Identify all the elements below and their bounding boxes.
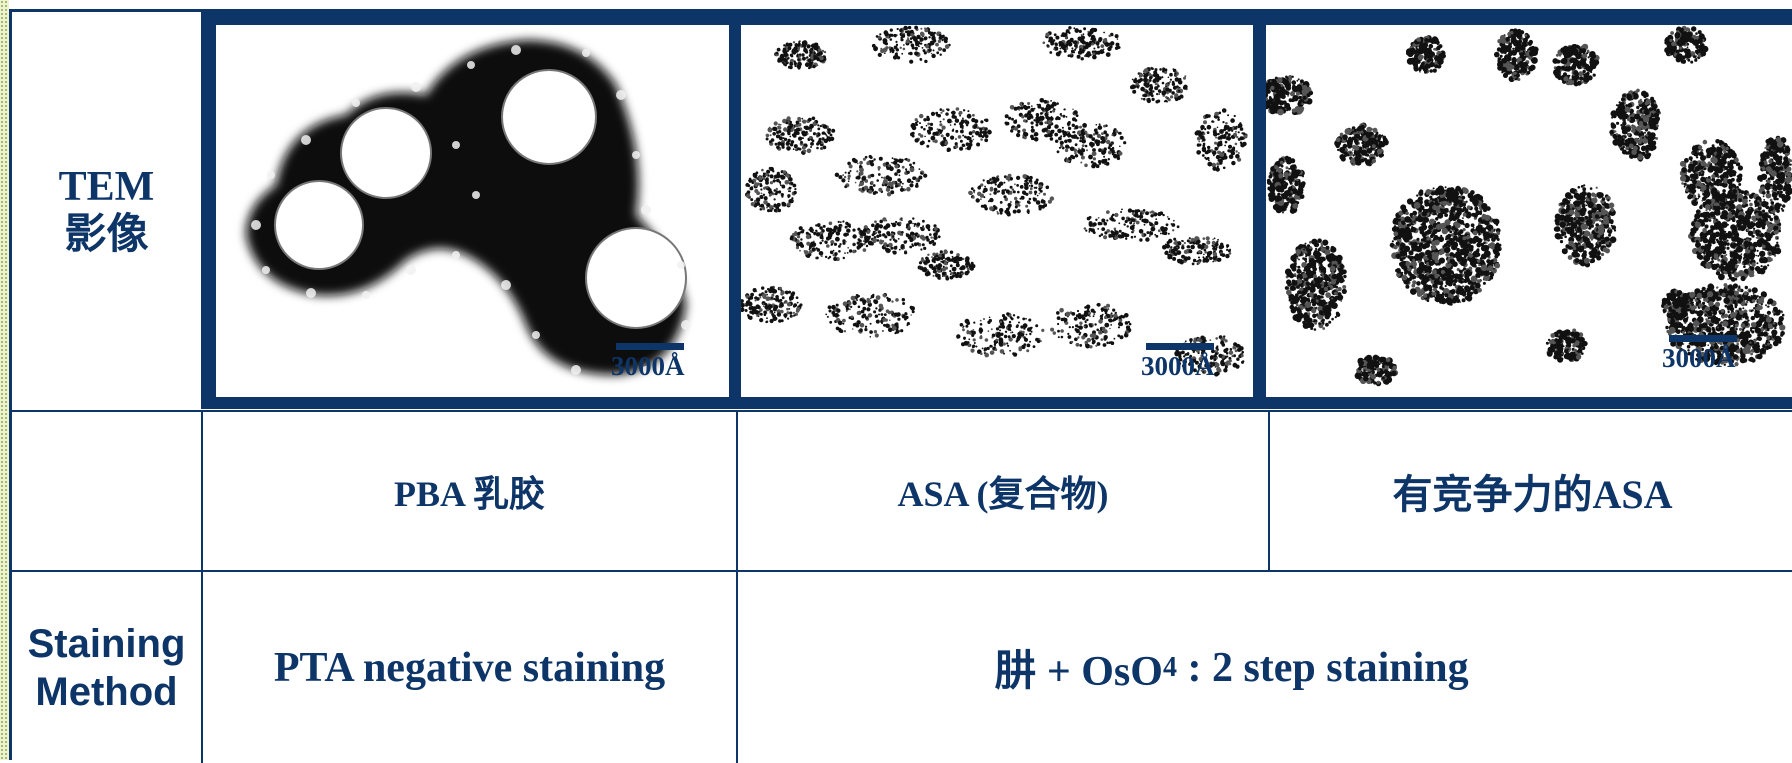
stained-particle [859,217,941,255]
stained-particle [1354,354,1399,387]
stained-particle [1688,187,1782,282]
row-label-caption-empty [12,412,201,570]
stained-particle [968,173,1055,217]
caption-competitive-asa: 有竞争力的ASA [1392,472,1673,517]
stained-particle [956,312,1045,358]
scale-label-3: 3000Å [1662,343,1736,373]
stained-particle [745,166,797,213]
stained-particle [765,116,836,155]
stained-particle [789,220,873,262]
stained-particle [1664,25,1709,64]
stained-particle [917,249,976,281]
stained-particle [1055,123,1127,169]
tem-image-competitive-asa: 3000Å [1266,25,1792,397]
stained-particle [1004,98,1079,142]
stained-particle [1266,75,1314,116]
grid-line-h2 [12,570,1792,572]
grid-line-v3 [1268,410,1270,570]
page-edge-strip [0,0,9,760]
stained-particle [1266,155,1306,214]
stained-particle [1661,288,1692,321]
staining-two-step-subscript: 4 [1162,651,1177,683]
stained-particle [1130,66,1188,104]
row-label-staining: Staining [27,621,186,666]
tem-image-pba-latex: 3000Å [216,25,729,397]
tem-micrograph-asa [741,25,1248,377]
stained-particle [910,107,992,152]
stained-particle [1042,26,1121,61]
stained-particle [1552,43,1600,87]
row-label-staining-method: Staining Method [12,572,201,763]
stained-particle [1406,35,1446,74]
scale-bar-2 [1146,343,1214,350]
row-label-image: 影像 [64,212,149,258]
scale-label-2: 3000Å [1141,351,1215,381]
stained-particle [1194,108,1248,172]
stained-particle [1083,208,1180,242]
stained-particle [825,293,915,338]
row-label-tem: TEM [58,163,155,210]
tem-micrograph-pba [246,40,691,375]
stained-particle [1174,335,1245,377]
stained-particle [834,154,928,197]
stained-particle [871,25,951,64]
stained-particle [1494,28,1539,83]
stained-particle [1050,302,1132,349]
stained-particle [774,40,827,70]
scale-bar-1 [616,343,684,350]
tem-image-band: 3000Å 3000Å 3000Å [201,9,1792,409]
stained-particle [1389,185,1502,306]
stained-particle [1679,139,1743,212]
staining-two-step-suffix: : 2 step staining [1176,644,1469,691]
scale-label-1: 3000Å [611,351,685,381]
row-label-tem-image: TEM 影像 [12,12,201,410]
grid-line-h1 [12,410,1792,412]
staining-pta-negative: PTA negative staining [273,644,666,691]
stained-particle [741,285,803,324]
tem-comparison-table: TEM 影像 PBA 乳胶 ASA (复合物) 有竞争力的ASA Stainin… [9,9,1792,763]
staining-two-step-prefix: 肼 + OsO [994,649,1163,695]
stained-particle [1609,88,1661,162]
tem-image-asa-composite: 3000Å [741,25,1253,397]
stained-particle [1553,184,1617,268]
caption-asa-composite: ASA (复合物) [897,474,1109,514]
grid-line-v1 [201,410,203,763]
stained-particle [1284,238,1347,331]
tem-micrograph-competitive-asa [1266,25,1792,387]
stained-particle [1665,283,1786,367]
stained-particle [1162,236,1232,266]
caption-pba-latex: PBA 乳胶 [393,474,545,514]
stained-particle [1757,135,1792,216]
row-label-method: Method [35,669,178,714]
grid-line-v2 [736,410,738,763]
stained-particle [1334,122,1389,167]
stained-particle [1545,328,1588,363]
scale-bar-3 [1669,335,1737,342]
